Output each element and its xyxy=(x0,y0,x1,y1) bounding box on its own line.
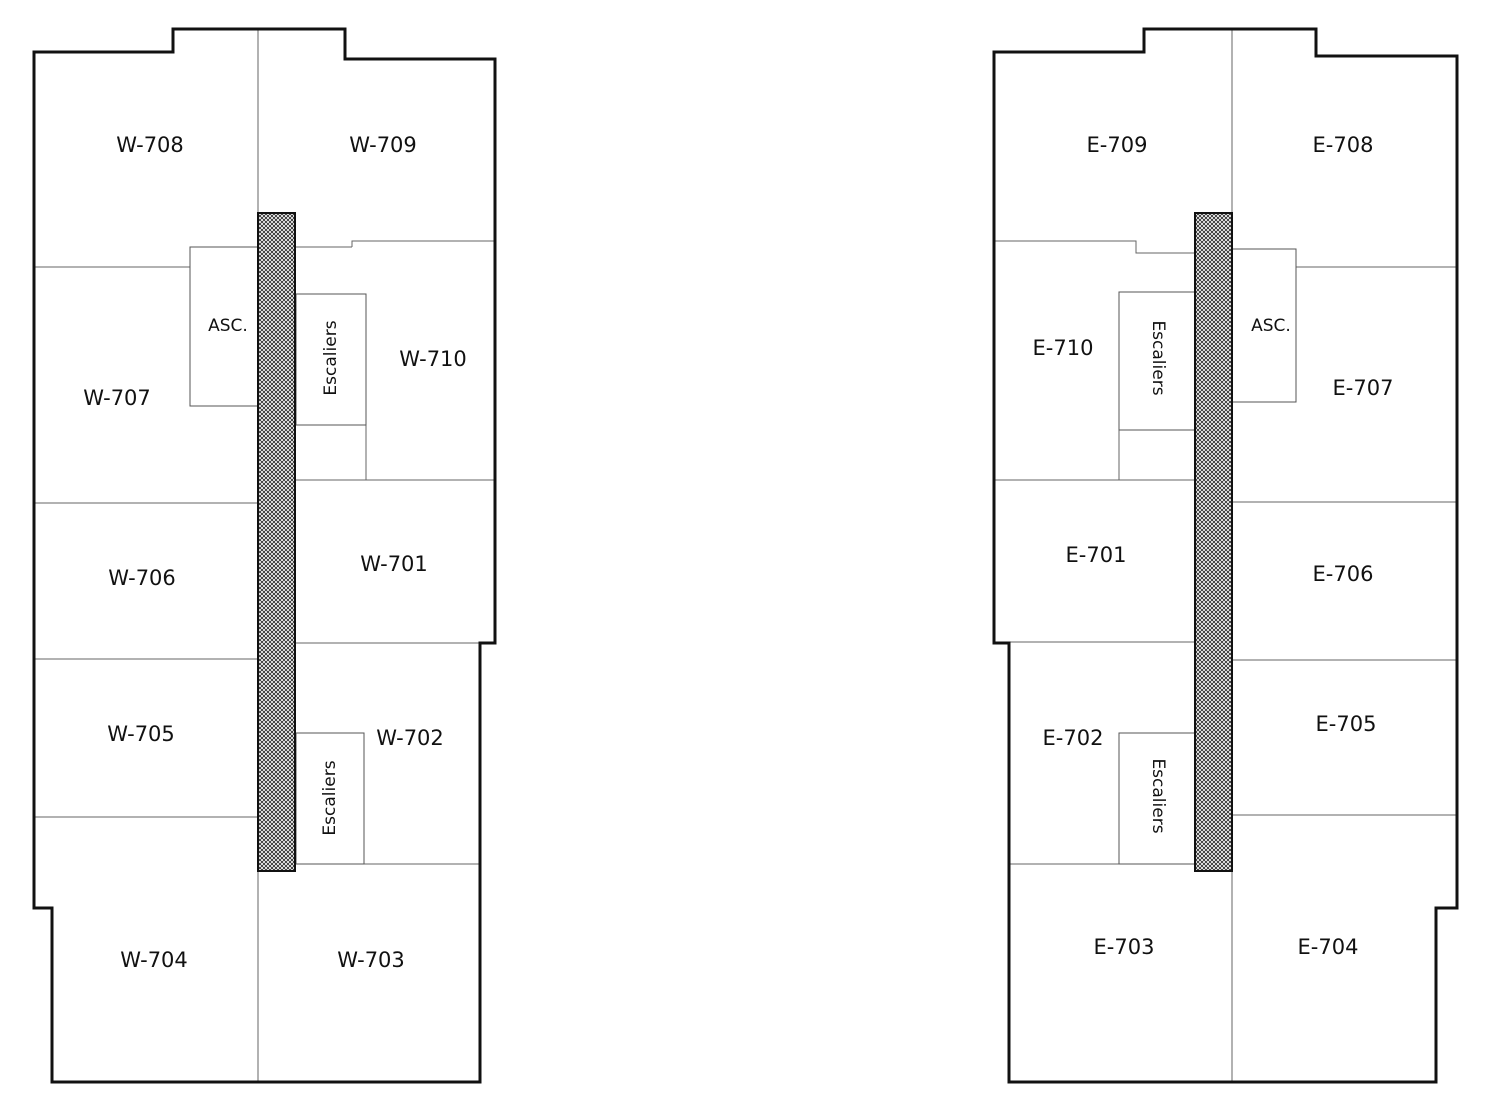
stairs-label: Escaliers xyxy=(1148,758,1168,833)
room-label-e708: E-708 xyxy=(1313,133,1374,157)
east-outer-wall xyxy=(992,27,1459,1084)
room-label-w704: W-704 xyxy=(120,948,188,972)
east-corridor-core xyxy=(1194,212,1233,872)
room-label-e705: E-705 xyxy=(1316,712,1377,736)
elevator-label: ASC. xyxy=(208,316,248,336)
room-label-w710: W-710 xyxy=(399,347,467,371)
stairs-label: Escaliers xyxy=(321,320,341,395)
west-outer-wall xyxy=(32,27,497,1084)
room-label-w709: W-709 xyxy=(349,133,417,157)
room-label-w706: W-706 xyxy=(108,566,176,590)
room-label-e706: E-706 xyxy=(1313,562,1374,586)
room-label-e707: E-707 xyxy=(1333,376,1394,400)
stairs-label: Escaliers xyxy=(1148,320,1168,395)
west-corridor-core xyxy=(257,212,296,872)
elevator-label: ASC. xyxy=(1251,316,1291,336)
room-label-e701: E-701 xyxy=(1066,543,1127,567)
room-label-w707: W-707 xyxy=(83,386,151,410)
room-label-e710: E-710 xyxy=(1033,336,1094,360)
room-label-w702: W-702 xyxy=(376,726,444,750)
east-wing: E-709 E-708 ASC. E-710 Escaliers E-707 E… xyxy=(992,27,1459,1084)
room-label-w708: W-708 xyxy=(116,133,184,157)
stairs-label: Escaliers xyxy=(320,760,340,835)
west-wing: W-708 W-709 ASC. Escaliers W-710 W-707 W… xyxy=(32,27,497,1084)
room-label-w705: W-705 xyxy=(107,722,175,746)
room-label-e704: E-704 xyxy=(1298,935,1359,959)
room-label-e709: E-709 xyxy=(1087,133,1148,157)
room-label-e702: E-702 xyxy=(1043,726,1104,750)
room-label-w701: W-701 xyxy=(360,552,428,576)
room-label-e703: E-703 xyxy=(1094,935,1155,959)
room-label-w703: W-703 xyxy=(337,948,405,972)
